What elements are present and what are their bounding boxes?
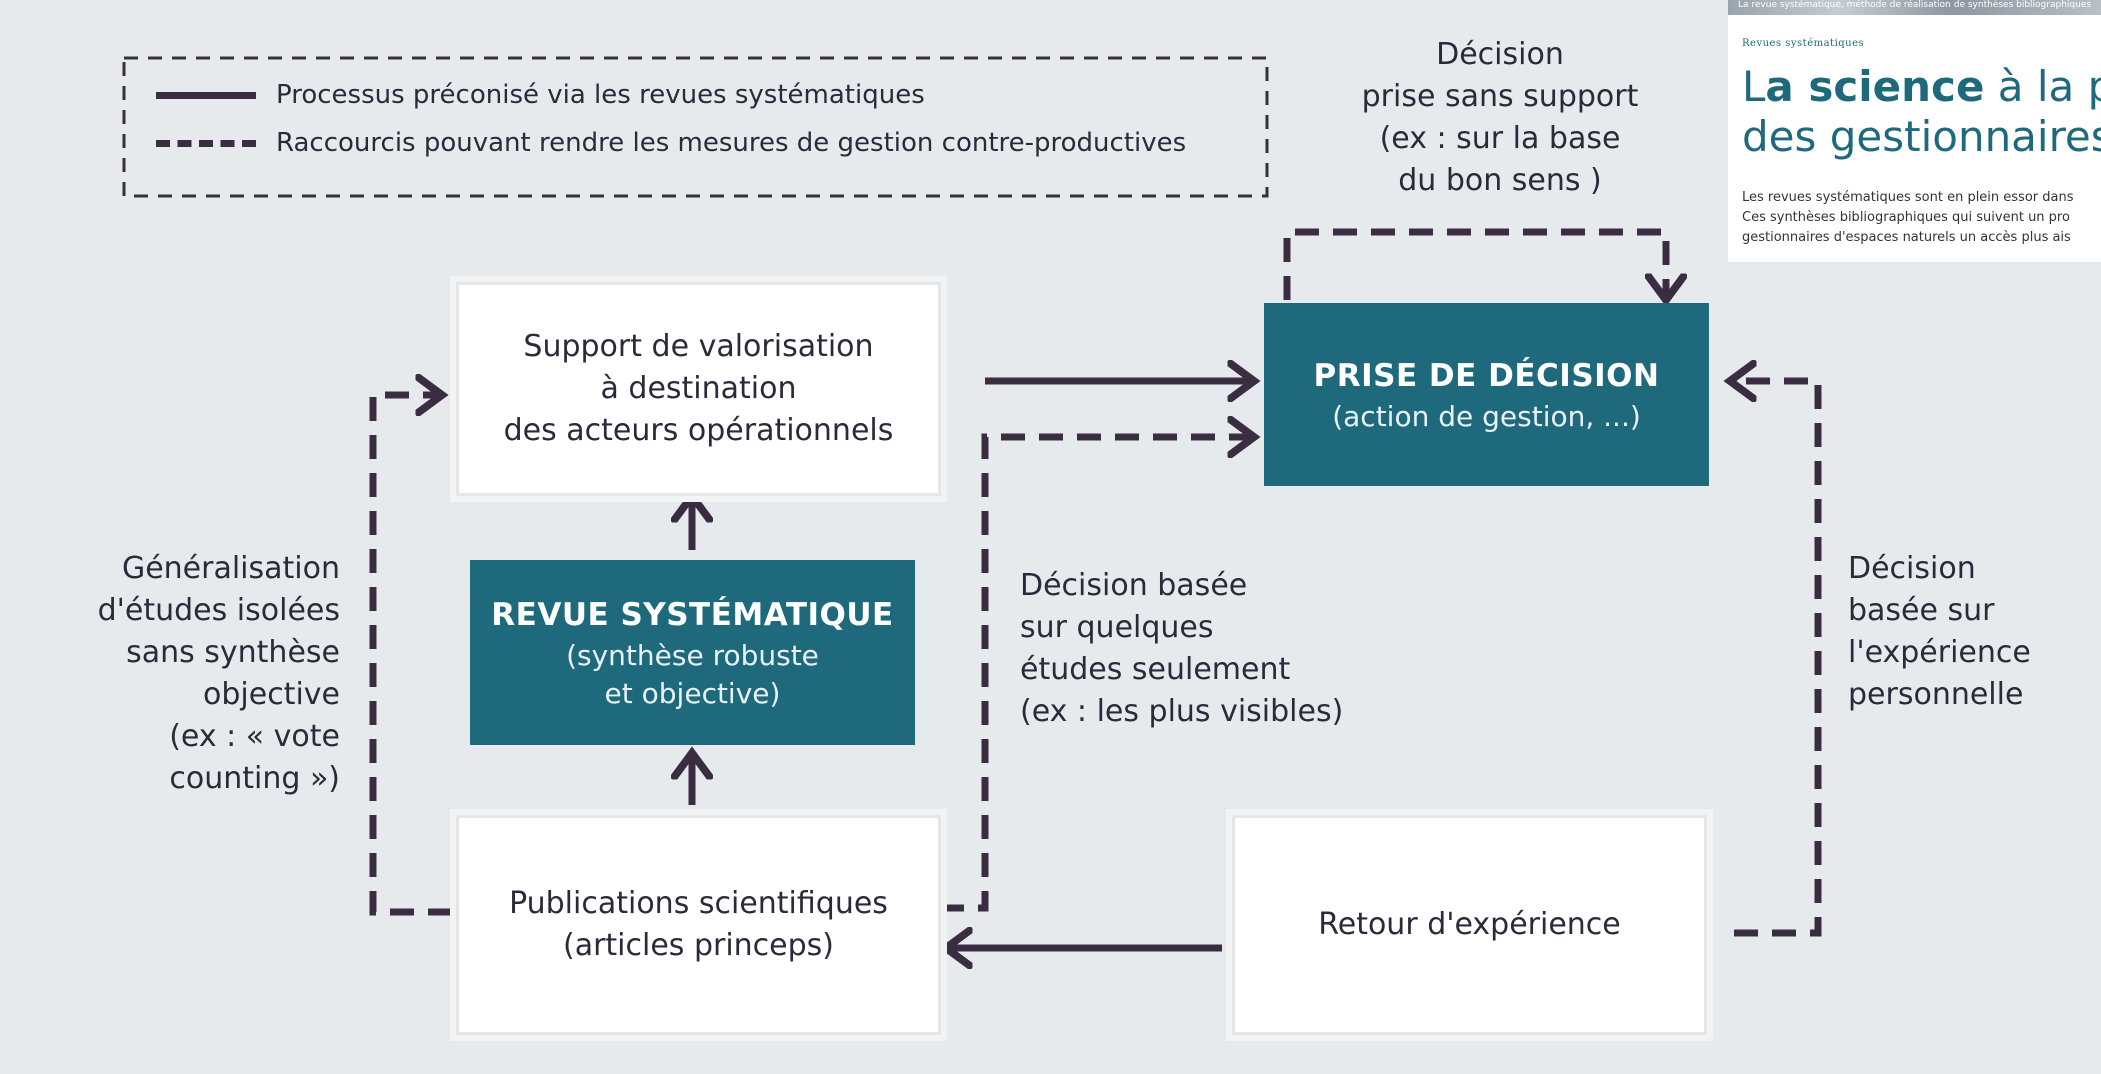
- dashed-sans-support: [1283, 228, 1666, 300]
- article-body: Les revues systématiques sont en plein e…: [1742, 190, 2074, 245]
- dashed-experience: [1732, 381, 1822, 937]
- legend: Processus préconisé via les revues systé…: [124, 58, 1267, 196]
- label-decision-experience: Décision basée sur l'expérience personne…: [1848, 551, 2031, 712]
- dashed-generalisation: [369, 395, 452, 916]
- revue-sub: (synthèse robuste et objective): [566, 638, 819, 710]
- label-decision-sans-support: Décision prise sans support (ex : sur la…: [1361, 37, 1639, 198]
- solid-line-swatch: [156, 91, 256, 99]
- publications-box: Publications scientifiques (articles pri…: [456, 815, 941, 1035]
- support-text: Support de valorisation à destination de…: [503, 329, 894, 448]
- article-excerpt: La revue systématique, méthode de réalis…: [1728, 0, 2101, 262]
- article-section: Revues systématiques: [1742, 38, 1865, 49]
- headline-start: L: [1742, 62, 1766, 111]
- prise-title: PRISE DE DÉCISION: [1313, 357, 1660, 394]
- dashed-quelques-etudes: [940, 437, 1252, 912]
- label-decision-quelques-etudes: Décision basée sur quelques études seule…: [1020, 568, 1344, 729]
- revue-title: REVUE SYSTÉMATIQUE: [491, 596, 894, 633]
- retour-experience-box: Retour d'expérience: [1232, 815, 1707, 1035]
- label-generalisation: Généralisation d'études isolées sans syn…: [97, 551, 340, 796]
- legend-frame: [122, 56, 1269, 198]
- legend-item-solid: Processus préconisé via les revues systé…: [156, 80, 925, 110]
- legend-item-dashed: Raccourcis pouvant rendre les mesures de…: [156, 128, 1186, 158]
- article-caption: La revue systématique, méthode de réalis…: [1738, 0, 2092, 10]
- article-photo-strip: [1728, 0, 2101, 15]
- revue-systematique-box: REVUE SYSTÉMATIQUE (synthèse robuste et …: [470, 560, 915, 745]
- support-box: Support de valorisation à destination de…: [456, 282, 941, 496]
- prise-de-decision-box: PRISE DE DÉCISION (action de gestion, ..…: [1264, 303, 1709, 486]
- legend-dashed-label: Raccourcis pouvant rendre les mesures de…: [276, 128, 1187, 158]
- prise-sub: (action de gestion, ...): [1332, 399, 1641, 433]
- headline-line2: des gestionnaires: [1742, 112, 2101, 161]
- article-headline: La science à la portée des gestionnaires: [1742, 62, 2101, 162]
- publications-text: Publications scientifiques (articles pri…: [509, 886, 888, 963]
- headline-rest: à la portée: [1997, 62, 2101, 111]
- retour-text: Retour d'expérience: [1318, 907, 1621, 942]
- dashed-line-swatch: [156, 139, 256, 147]
- headline-bold: a science: [1765, 62, 1985, 111]
- legend-solid-label: Processus préconisé via les revues systé…: [276, 80, 925, 110]
